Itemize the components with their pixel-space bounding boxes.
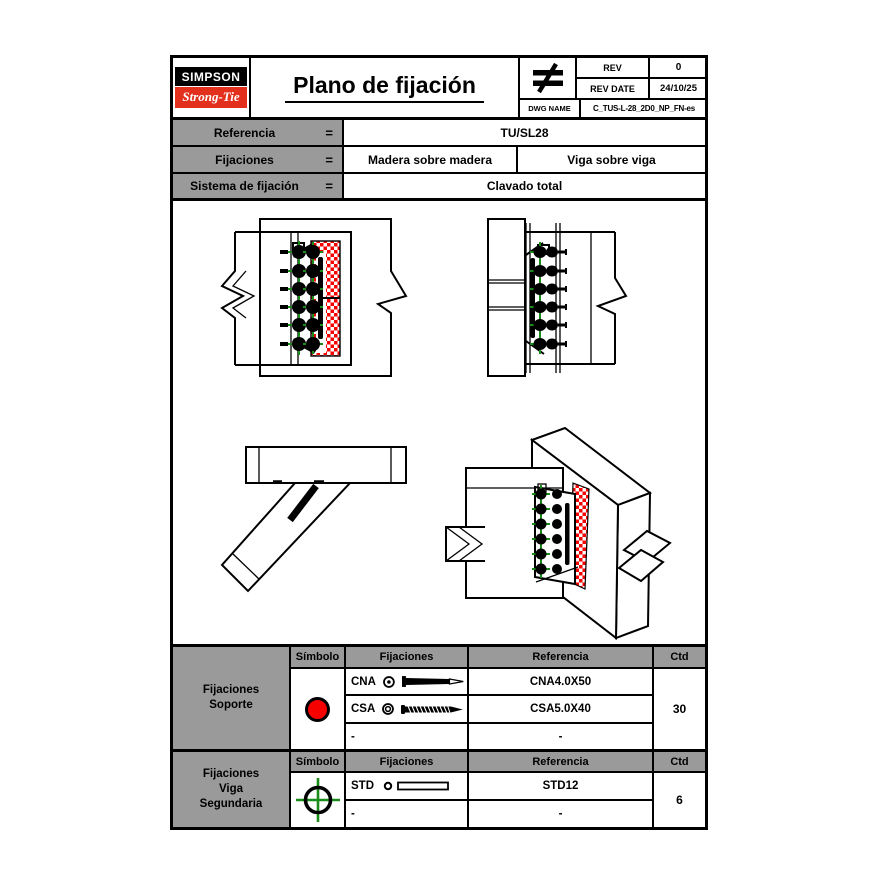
- fixing-system-row: Sistema de fijación = Clavado total: [173, 174, 705, 201]
- title-block: SIMPSON Strong-Tie Plano de fijación REV…: [173, 58, 707, 120]
- reference-label-cell: Referencia =: [173, 120, 344, 145]
- column-header-referencia: Referencia: [469, 647, 654, 669]
- nail-head-icon: [383, 675, 395, 688]
- not-equal-icon: [520, 58, 577, 100]
- fixing-row-empty: -: [346, 801, 469, 827]
- equals-sign: =: [325, 125, 333, 140]
- reference-csa: CSA5.0X40: [469, 696, 654, 724]
- support-fixings-row-label: Fijaciones Soporte: [173, 647, 291, 749]
- revision-block: REV 0 REV DATE 24/10/25 DWG NAME C_TUS-L…: [518, 58, 707, 117]
- fixings-row: Fijaciones = Madera sobre madera Viga so…: [173, 147, 705, 174]
- reference-std: STD12: [469, 773, 654, 801]
- technical-drawing-area: [173, 201, 705, 647]
- reference-row: Referencia = TU/SL28: [173, 120, 705, 147]
- rev-value: 0: [650, 58, 707, 79]
- side-view: [487, 218, 628, 377]
- red-circle-symbol: [291, 669, 346, 749]
- reference-cna: CNA4.0X50: [469, 669, 654, 696]
- secondary-qty: 6: [676, 793, 683, 807]
- fixing-row-cna: CNA: [346, 669, 469, 696]
- screw-icon: [401, 704, 464, 714]
- rev-date-label: REV DATE: [577, 79, 650, 100]
- secondary-beam-fixings-table: Fijaciones Viga Segundaria Símbolo Fijac…: [173, 752, 705, 827]
- drawing-sheet: SIMPSON Strong-Tie Plano de fijación REV…: [170, 55, 708, 830]
- crosshair-symbol: [291, 773, 346, 827]
- support-qty: 30: [672, 702, 687, 716]
- reference-empty: -: [469, 724, 654, 749]
- fixing-row-csa: CSA: [346, 696, 469, 724]
- rev-label: REV: [577, 58, 650, 79]
- logo: SIMPSON Strong-Tie: [173, 58, 251, 117]
- fixing-row-empty: -: [346, 724, 469, 749]
- plan-view: [220, 446, 407, 593]
- equals-sign: =: [325, 152, 333, 167]
- screw-head-icon: [382, 703, 395, 715]
- dwg-name-value: C_TUS-L-28_2D0_NP_FN-es: [592, 104, 696, 113]
- fixings-label-cell: Fijaciones =: [173, 147, 344, 172]
- column-header-ctd: Ctd: [654, 647, 705, 669]
- nail-icon: [401, 676, 464, 687]
- fixing-system-value: Clavado total: [486, 179, 563, 193]
- column-header-referencia: Referencia: [469, 752, 654, 773]
- fixings-value-1: Madera sobre madera: [344, 147, 518, 172]
- column-header-simbolo: Símbolo: [291, 752, 346, 773]
- logo-strongtie: Strong-Tie: [175, 87, 247, 108]
- logo-simpson: SIMPSON: [175, 67, 247, 86]
- column-header-simbolo: Símbolo: [291, 647, 346, 669]
- equals-sign: =: [325, 178, 333, 194]
- column-header-fijaciones: Fijaciones: [346, 647, 469, 669]
- page-title: Plano de fijación: [251, 58, 518, 117]
- secondary-fixings-row-label: Fijaciones Viga Segundaria: [173, 752, 291, 827]
- reference-value: TU/SL28: [500, 125, 549, 140]
- fixing-row-std: STD: [346, 773, 469, 801]
- connection-drawings: [220, 218, 672, 641]
- rev-date-value: 24/10/25: [650, 79, 707, 100]
- support-fixings-table: Fijaciones Soporte Símbolo Fijaciones Re…: [173, 647, 705, 752]
- fixings-value-2: Viga sobre viga: [567, 152, 656, 167]
- dwg-name-label: DWG NAME: [520, 100, 581, 117]
- fixing-system-label-cell: Sistema de fijación =: [173, 174, 344, 198]
- dowel-icon: [383, 781, 449, 791]
- column-header-fijaciones: Fijaciones: [346, 752, 469, 773]
- column-header-ctd: Ctd: [654, 752, 705, 773]
- reference-table: Referencia = TU/SL28 Fijaciones = Madera…: [173, 120, 705, 201]
- reference-empty: -: [469, 801, 654, 827]
- isometric-view: [445, 426, 672, 641]
- front-view: [220, 218, 408, 377]
